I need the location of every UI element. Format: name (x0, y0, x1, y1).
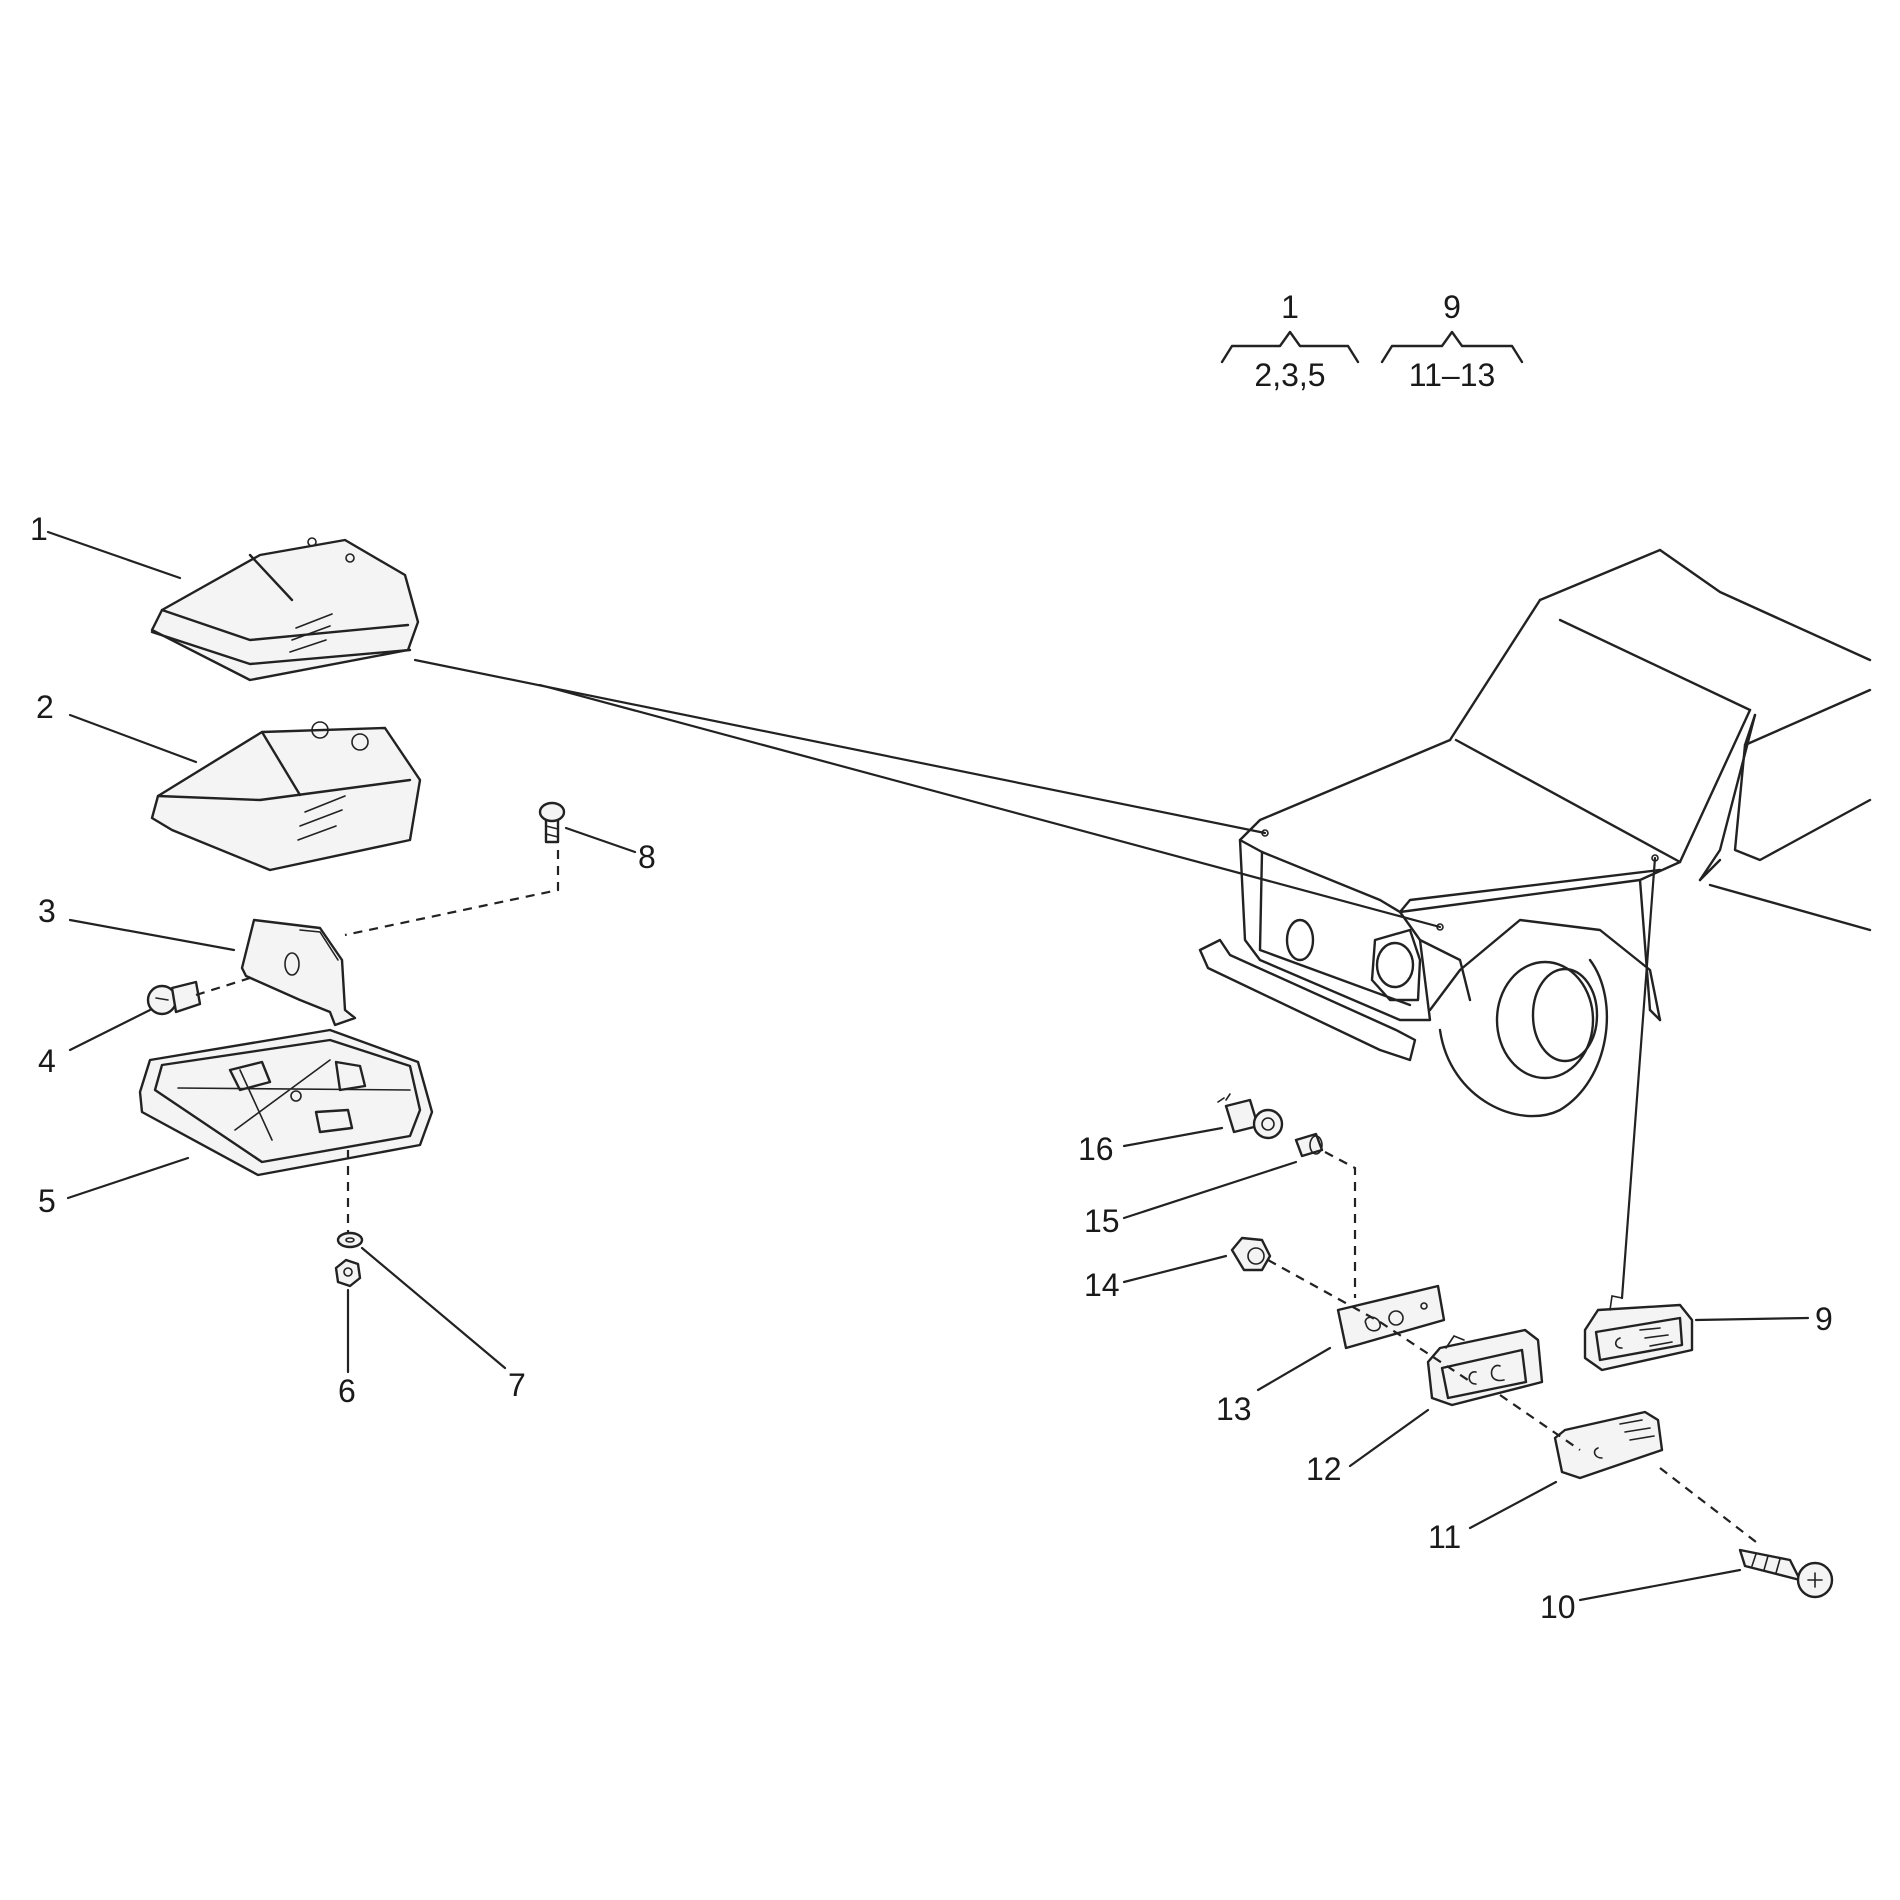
part-9-side-marker (1583, 1295, 1694, 1372)
callout-1: 1 (30, 511, 48, 547)
callout-7: 7 (508, 1367, 526, 1403)
group-9-bracket (1380, 330, 1524, 364)
part-11-lens (1553, 1410, 1664, 1480)
leader-5 (66, 1156, 190, 1200)
callout-13: 13 (1216, 1391, 1252, 1427)
leader-12 (1348, 1408, 1430, 1468)
part-3-lamp-housing (240, 918, 357, 1027)
dashed-8-to-3 (344, 850, 560, 937)
callout-4: 4 (38, 1043, 56, 1079)
callout-16: 16 (1078, 1131, 1114, 1167)
callout-10: 10 (1540, 1589, 1576, 1625)
leader-13 (1256, 1346, 1332, 1392)
part-16-socket (1217, 1093, 1284, 1140)
callout-15: 15 (1084, 1203, 1120, 1239)
callout-8: 8 (638, 839, 656, 875)
callout-6: 6 (338, 1373, 356, 1409)
part-6-nut (334, 1258, 362, 1288)
leader-15 (1122, 1160, 1298, 1220)
leader-7 (360, 1246, 507, 1370)
assembly-group-1: 1 2,3,5 (1220, 289, 1360, 393)
leader-10 (1578, 1568, 1742, 1602)
part-4-bulb (146, 980, 202, 1016)
dashed-12-to-11 (1499, 1394, 1581, 1451)
callout-12: 12 (1306, 1451, 1342, 1487)
part-1-lamp-lens (150, 537, 420, 682)
group-1-bottom-label: 2,3,5 (1254, 357, 1325, 393)
part-13-mounting-plate (1336, 1284, 1446, 1350)
group-1-top-label: 1 (1281, 289, 1299, 325)
leader-14 (1122, 1254, 1228, 1284)
leader-9 (1694, 1316, 1810, 1322)
assembly-group-9: 9 11–13 (1380, 289, 1524, 393)
group-1-bracket (1220, 330, 1360, 364)
leader-2 (68, 713, 198, 764)
callout-5: 5 (38, 1183, 56, 1219)
leader-9-to-vehicle (1620, 856, 1657, 1300)
leader-4 (68, 1008, 152, 1052)
part-15-bulb (1294, 1132, 1324, 1158)
callout-14: 14 (1084, 1267, 1120, 1303)
group-9-bottom-label: 11–13 (1409, 357, 1496, 393)
leader-3 (68, 918, 236, 952)
part-12-housing (1426, 1328, 1544, 1407)
part-10-screw (1738, 1548, 1834, 1599)
part-14-grommet (1230, 1236, 1272, 1272)
leader-11 (1468, 1480, 1558, 1530)
callout-3: 3 (38, 893, 56, 929)
leader-1-to-vehicle-lower (538, 683, 1442, 929)
dashed-11-to-10 (1659, 1467, 1761, 1546)
group-9-top-label: 9 (1443, 289, 1461, 325)
leader-8 (564, 826, 637, 854)
callout-2: 2 (36, 689, 54, 725)
dashed-15-to-13 (1324, 1151, 1357, 1298)
part-8-screw (538, 801, 566, 844)
part-2-lamp-lens (150, 721, 422, 872)
part-5-base-plate (138, 1028, 434, 1177)
callout-11: 11 (1428, 1519, 1461, 1555)
part-7-washer (336, 1231, 364, 1249)
vehicle-front-view (1198, 548, 1872, 1118)
dashed-4-to-3 (195, 976, 251, 997)
leader-1 (46, 530, 182, 580)
leader-16 (1122, 1126, 1224, 1148)
dashed-14-to-12 (1267, 1259, 1469, 1381)
callout-9: 9 (1815, 1301, 1833, 1337)
